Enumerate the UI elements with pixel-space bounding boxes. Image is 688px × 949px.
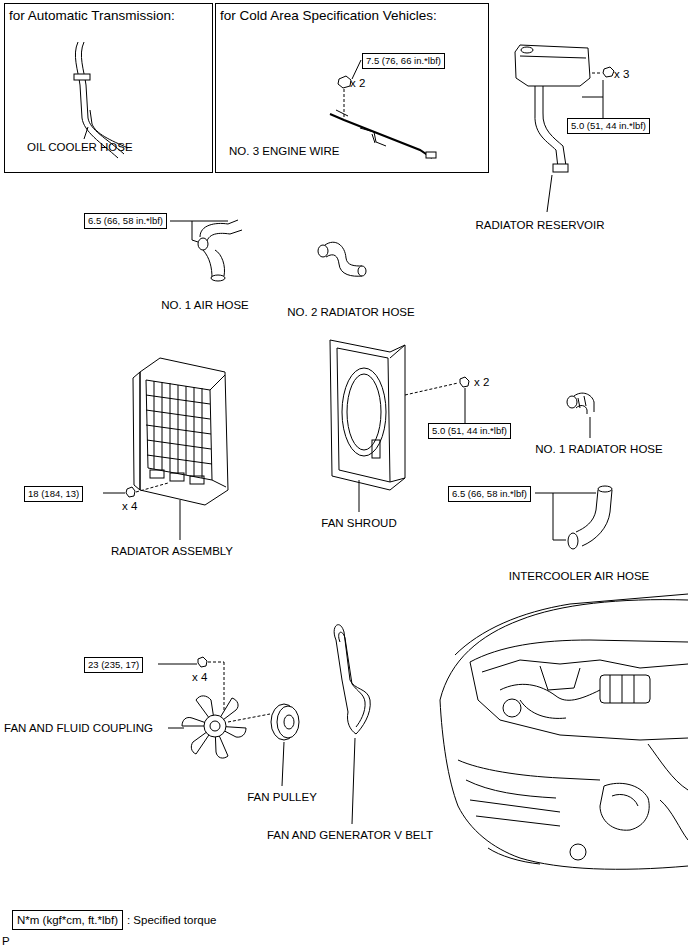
torque-box: 6.5 (66, 58 in.*lbf) (448, 486, 531, 502)
part-label: RADIATOR ASSEMBLY (111, 544, 233, 558)
torque-value: 23 (235, 17) (88, 659, 139, 671)
fan-and-fluid-coupling (158, 657, 270, 758)
torque-box: 5.0 (51, 44 in.*lbf) (428, 423, 511, 439)
torque-value: 6.5 (66, 58 in.*lbf) (88, 215, 163, 227)
vehicle-sketch (440, 594, 688, 869)
part-label: x 4 (122, 499, 137, 513)
torque-box: 23 (235, 17) (84, 657, 143, 673)
torque-value: 7.5 (76, 66 in.*lbf) (366, 55, 441, 67)
torque-value: 6.5 (66, 58 in.*lbf) (452, 488, 527, 500)
radiator-hose (567, 393, 594, 438)
part-label: FAN AND GENERATOR V BELT (267, 828, 433, 842)
engine-wire (330, 60, 436, 158)
page-mark: P (2, 934, 10, 948)
part-label: FAN PULLEY (247, 790, 317, 804)
part-name: OIL COOLER HOSE (27, 141, 133, 153)
variant-heading: for Cold Area Specification Vehicles: (220, 8, 437, 23)
part-label: x 2 (350, 76, 365, 90)
radiator-hose (318, 242, 366, 276)
fan-pulley (271, 704, 299, 786)
air-hose (170, 220, 242, 281)
part-label: RADIATOR RESERVOIR (475, 218, 604, 232)
torque-value: 5.0 (51, 44 in.*lbf) (571, 120, 646, 132)
radiator-assembly (103, 358, 228, 540)
part-label: FAN AND FLUID COUPLING (4, 721, 153, 735)
part-label: x 3 (614, 67, 629, 81)
legend-text: : Specified torque (127, 913, 217, 927)
part-label: NO. 2 RADIATOR HOSE (287, 305, 414, 319)
part-name: NO. 3 ENGINE WIRE (229, 145, 340, 157)
torque-value: 5.0 (51, 44 in.*lbf) (432, 425, 507, 437)
part-label: INTERCOOLER AIR HOSE (509, 569, 650, 583)
torque-value: 18 (184, 13) (28, 488, 79, 500)
part-label: x 4 (192, 670, 207, 684)
oil-cooler-hose (74, 42, 128, 158)
part-label: NO. 1 RADIATOR HOSE (535, 442, 662, 456)
torque-box: 7.5 (76, 66 in.*lbf) (362, 53, 445, 69)
torque-box: 6.5 (66, 58 in.*lbf) (84, 213, 167, 229)
variant-frame: for Automatic Transmission: OIL COOLER HO… (4, 3, 213, 173)
torque-box: 5.0 (51, 44 in.*lbf) (567, 118, 650, 134)
variant-heading: for Automatic Transmission: (9, 8, 175, 23)
legend-box: N*m (kgf*cm, ft.*lbf) (12, 910, 123, 930)
torque-value: N*m (kgf*cm, ft.*lbf) (17, 913, 118, 927)
intercooler-hose (535, 486, 612, 549)
v-belt (334, 625, 370, 824)
part-label: x 2 (474, 375, 489, 389)
torque-box: 18 (184, 13) (24, 486, 83, 502)
part-label: FAN SHROUD (321, 516, 396, 530)
part-label: NO. 1 AIR HOSE (161, 298, 249, 312)
